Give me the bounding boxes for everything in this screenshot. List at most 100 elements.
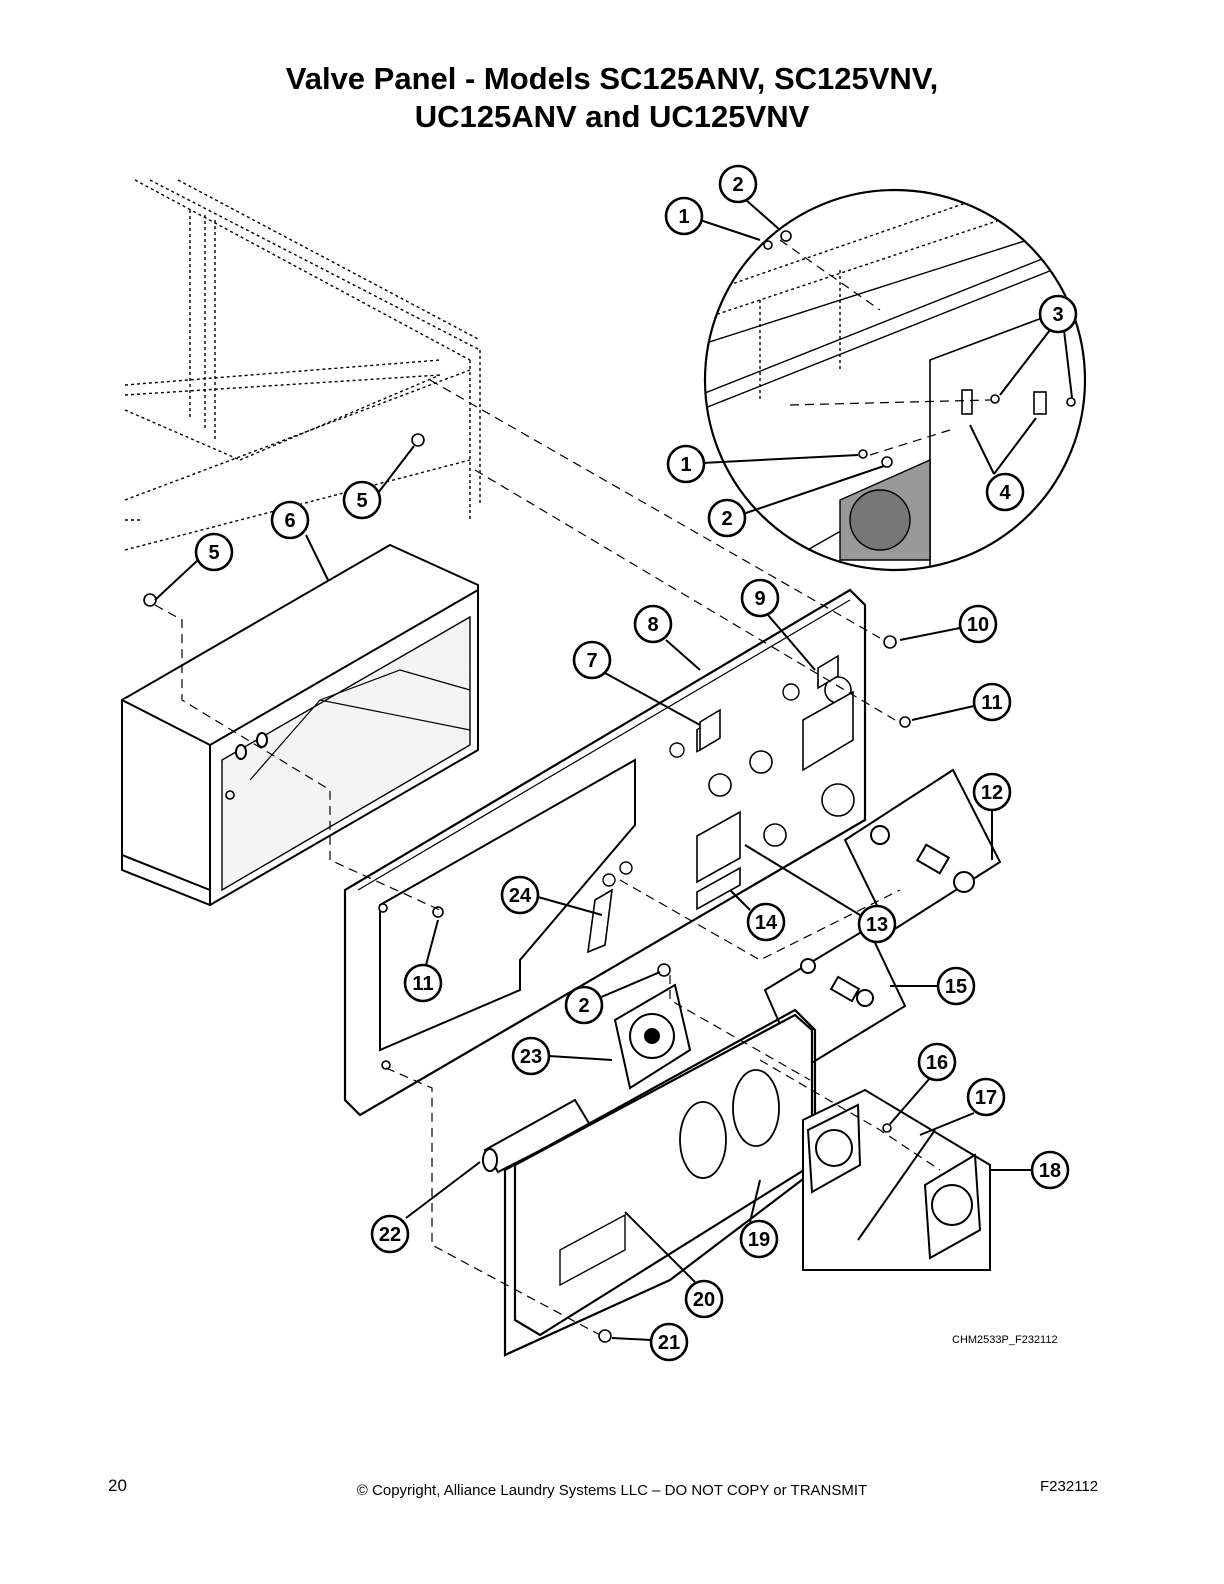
callout-20: 20 <box>684 1279 724 1319</box>
callout-number: 6 <box>284 510 295 532</box>
callout-23: 23 <box>511 1036 551 1076</box>
callout-14: 14 <box>746 902 786 942</box>
callout-circle <box>403 963 443 1003</box>
callout-number: 18 <box>1039 1160 1061 1182</box>
callout-number: 19 <box>748 1229 770 1251</box>
callout-circle <box>966 1077 1006 1117</box>
callout-circle <box>194 532 234 572</box>
callout-number: 22 <box>379 1224 401 1246</box>
callout-22: 22 <box>370 1214 410 1254</box>
callout-number: 5 <box>356 490 367 512</box>
callout-number: 3 <box>1052 304 1063 326</box>
callout-10: 10 <box>958 604 998 644</box>
callout-circle <box>666 444 706 484</box>
callout-number: 15 <box>945 976 967 998</box>
callout-11: 11 <box>403 963 443 1003</box>
callout-number: 16 <box>926 1052 948 1074</box>
callout-circle <box>572 640 612 680</box>
callout-21: 21 <box>649 1322 689 1362</box>
callout-circle <box>972 682 1012 722</box>
callout-number: 11 <box>981 692 1002 714</box>
callout-number: 7 <box>586 650 597 672</box>
callout-2: 2 <box>707 498 747 538</box>
callout-circle <box>917 1042 957 1082</box>
callout-17: 17 <box>966 1077 1006 1117</box>
leader-lines <box>154 199 1073 1341</box>
callout-18: 18 <box>1030 1150 1070 1190</box>
assembly-lines <box>154 239 991 1336</box>
callout-circle <box>511 1036 551 1076</box>
callout-number: 20 <box>693 1289 715 1311</box>
fasteners <box>143 433 911 1343</box>
callout-7: 7 <box>572 640 612 680</box>
title-line-2: UC125ANV and UC125VNV <box>414 99 810 134</box>
cabinet-frame <box>124 179 481 551</box>
callout-9: 9 <box>740 578 780 618</box>
callout-2: 2 <box>718 164 758 204</box>
callout-12: 12 <box>972 772 1012 812</box>
callout-number: 11 <box>412 973 433 995</box>
callout-5: 5 <box>342 480 382 520</box>
callout-number: 1 <box>680 454 691 476</box>
callout-15: 15 <box>936 966 976 1006</box>
callout-13: 13 <box>857 904 897 944</box>
callout-8: 8 <box>633 604 673 644</box>
callout-number: 5 <box>208 542 219 564</box>
fan-guard-kit-18 <box>802 1088 991 1271</box>
callout-circle <box>270 500 310 540</box>
callout-circle <box>664 196 704 236</box>
callout-number: 21 <box>658 1332 680 1354</box>
callout-circle <box>1038 294 1078 334</box>
callout-2: 2 <box>564 985 604 1025</box>
callout-number: 8 <box>647 614 658 636</box>
callout-circle <box>740 578 780 618</box>
callout-5: 5 <box>194 532 234 572</box>
callout-number: 4 <box>999 482 1011 504</box>
callout-circle <box>633 604 673 644</box>
callout-number: 14 <box>755 912 778 934</box>
callout-1: 1 <box>664 196 704 236</box>
callout-19: 19 <box>739 1219 779 1259</box>
callout-6: 6 <box>270 500 310 540</box>
title-line-1: Valve Panel - Models SC125ANV, SC125VNV, <box>285 61 939 96</box>
callout-circle <box>342 480 382 520</box>
callout-number: 10 <box>967 614 989 636</box>
callout-circle <box>739 1219 779 1259</box>
page-number: 20 <box>108 1476 127 1495</box>
callout-circle <box>1030 1150 1070 1190</box>
callout-number: 9 <box>754 588 765 610</box>
callout-circle <box>972 772 1012 812</box>
callout-circle <box>500 875 540 915</box>
callout-number: 17 <box>975 1087 997 1109</box>
callout-number: 2 <box>721 508 732 530</box>
callout-number: 24 <box>509 885 532 907</box>
callout-11: 11 <box>972 682 1012 722</box>
callout-circle <box>370 1214 410 1254</box>
detail-view <box>703 188 1087 572</box>
copyright-notice: © Copyright, Alliance Laundry Systems LL… <box>356 1482 868 1499</box>
callout-circle <box>649 1322 689 1362</box>
callout-1: 1 <box>666 444 706 484</box>
callout-number: 23 <box>520 1046 542 1068</box>
callout-circle <box>718 164 758 204</box>
callout-number: 2 <box>732 174 743 196</box>
fitting-kit-12 <box>843 768 1002 934</box>
figure-code: CHM2533P_F232112 <box>952 1334 1058 1346</box>
callout-circle <box>985 472 1025 512</box>
callout-circle <box>936 966 976 1006</box>
callout-circle <box>857 904 897 944</box>
callout-circle <box>564 985 604 1025</box>
page-title: Valve Panel - Models SC125ANV, SC125VNV,… <box>0 60 1224 136</box>
callout-16: 16 <box>917 1042 957 1082</box>
fan-23 <box>613 983 692 1090</box>
callout-number: 12 <box>981 782 1003 804</box>
callout-circle <box>707 498 747 538</box>
callout-24: 24 <box>500 875 540 915</box>
tag-24 <box>587 888 613 954</box>
callout-number: 13 <box>866 914 888 936</box>
callout-circle <box>746 902 786 942</box>
callout-3: 3 <box>1038 294 1078 334</box>
document-code: F232112 <box>1040 1478 1099 1495</box>
